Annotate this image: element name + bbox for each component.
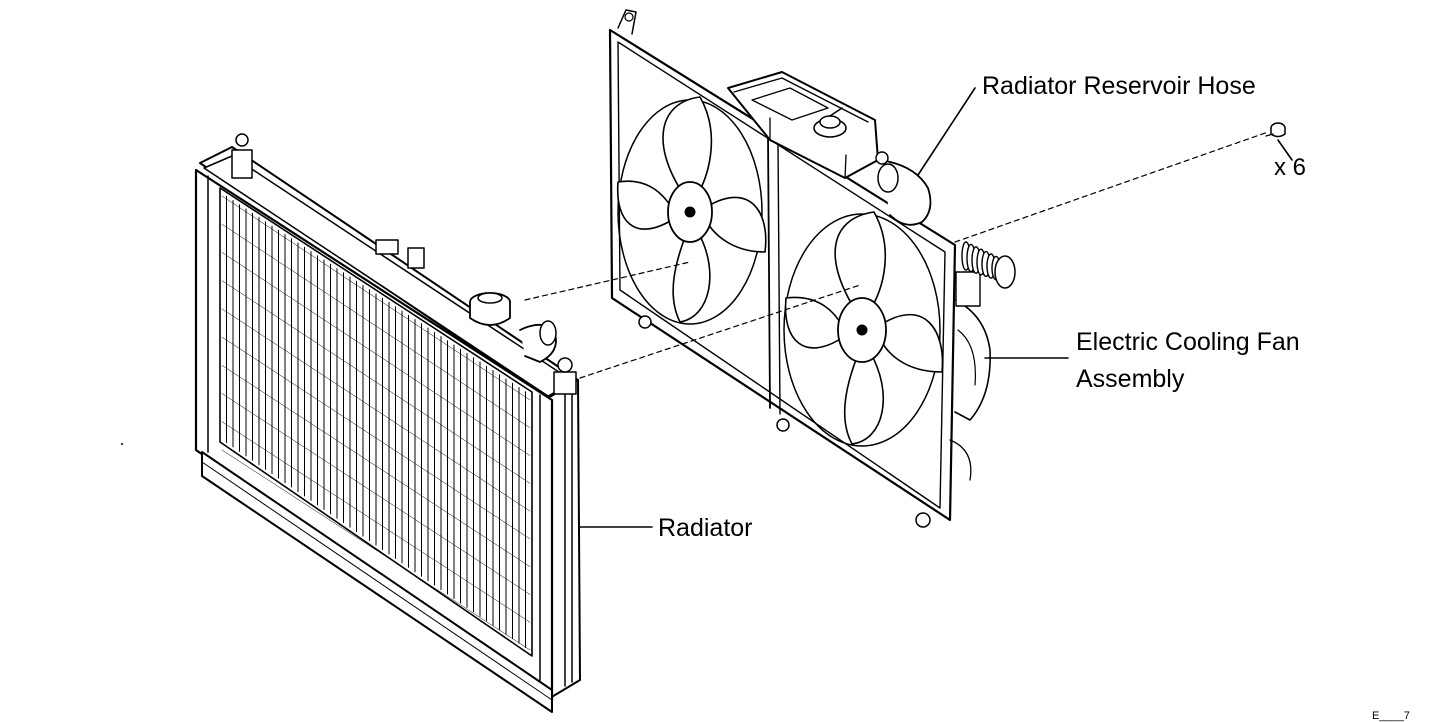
radiator-core-fins — [221, 195, 531, 651]
radiator-tube — [221, 195, 531, 401]
label-radiator-reservoir-hose: Radiator Reservoir Hose — [982, 72, 1256, 100]
radiator-tube — [221, 336, 531, 540]
leader-lines — [579, 87, 1293, 528]
radiator-tube — [221, 308, 531, 512]
radiator-tube — [221, 280, 531, 484]
radiator-tube — [221, 365, 531, 567]
figure-code: E____7 — [1372, 710, 1410, 722]
alignment-lines — [524, 131, 1269, 379]
bolt-icon — [1265, 122, 1286, 138]
radiator-tube — [221, 223, 531, 429]
radiator-tube — [221, 449, 531, 651]
radiator-icon — [194, 133, 581, 713]
fan-icon — [608, 9, 1016, 528]
label-bolt-quantity: x 6 — [1274, 154, 1307, 181]
label-radiator: Radiator — [658, 514, 753, 542]
radiator-tube — [221, 421, 531, 623]
radiator-tube — [221, 252, 531, 456]
label-fan-assembly-line1: Electric Cooling Fan — [1076, 328, 1300, 356]
label-fan-assembly-line2: Assembly — [1076, 365, 1185, 393]
hose-icon — [727, 71, 932, 226]
radiator-tube — [221, 393, 531, 595]
